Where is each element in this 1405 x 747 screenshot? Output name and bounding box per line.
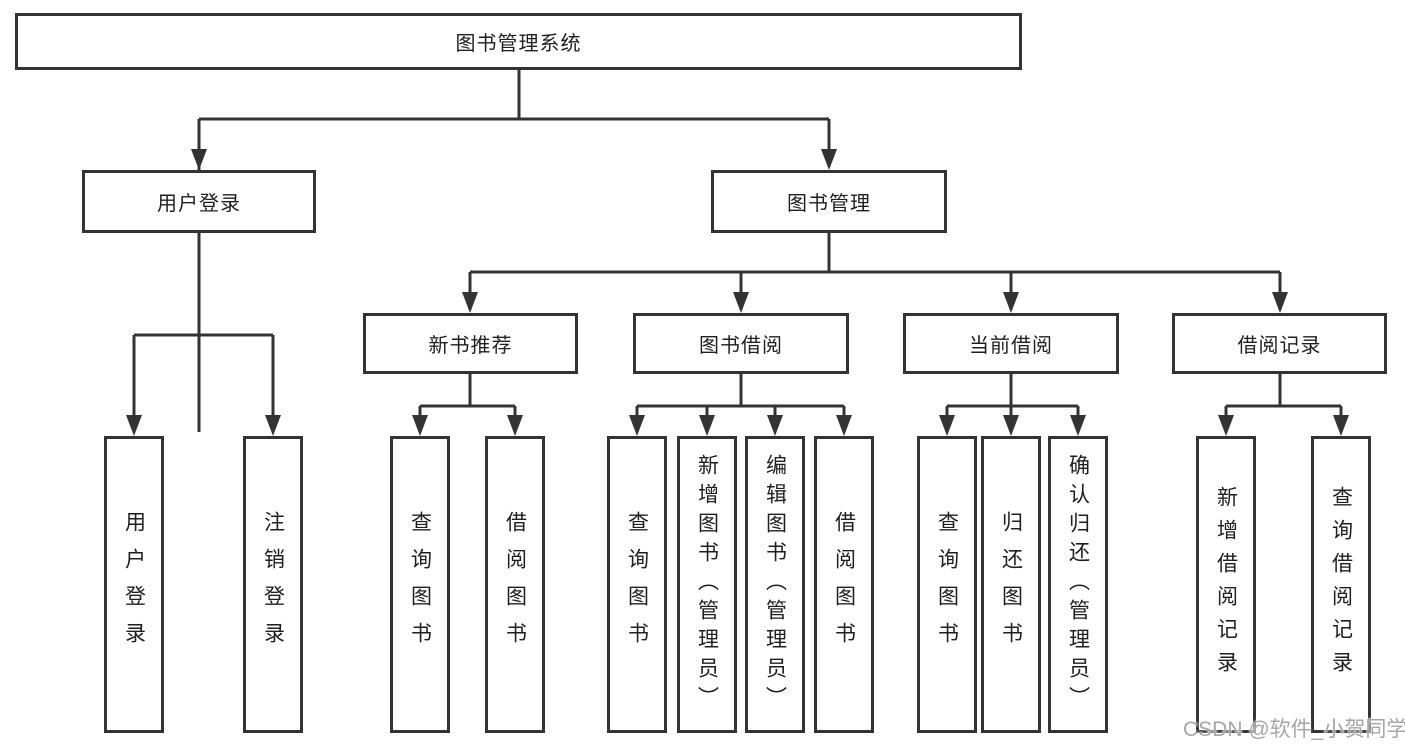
- arrow-down-icon: [699, 415, 715, 436]
- node-library-system: 图书管理系统: [15, 13, 1022, 70]
- node-label: 新增借阅记录: [1214, 485, 1238, 684]
- arrow-down-icon: [126, 415, 142, 436]
- leaf-user-login: 用户登录: [104, 436, 164, 733]
- connector: [197, 70, 831, 432]
- arrow-down-icon: [1070, 415, 1086, 436]
- arrow-down-icon: [1333, 415, 1349, 436]
- node-label: 用户登录: [157, 193, 241, 215]
- arrow-down-icon: [1003, 292, 1019, 313]
- node-label: 新书推荐: [428, 335, 513, 357]
- csdn-watermark: CSDN @软件_小贺同学: [1183, 718, 1405, 741]
- arrow-down-icon: [507, 415, 523, 436]
- node-user-login: 用户登录: [82, 170, 316, 233]
- leaf-query-books: 查询图书: [917, 436, 977, 733]
- connector: [468, 233, 1282, 310]
- node-label: 查询图书: [935, 510, 959, 659]
- connector: [132, 233, 275, 432]
- leaf-logout: 注销登录: [243, 436, 303, 733]
- node-label: 归还图书: [999, 510, 1023, 659]
- node-label: 注销登录: [261, 510, 285, 659]
- node-label: 用户登录: [122, 510, 146, 659]
- node-label: 当前借阅: [969, 335, 1053, 357]
- arrow-down-icon: [821, 149, 837, 170]
- arrow-down-icon: [462, 292, 478, 313]
- leaf-borrow-books: 借阅图书: [814, 436, 874, 733]
- leaf-add-borrow-record: 新增借阅记录: [1196, 436, 1256, 733]
- node-label: 查询图书: [625, 510, 649, 659]
- arrow-down-icon: [265, 415, 281, 436]
- node-current-borrowing: 当前借阅: [903, 313, 1119, 374]
- connector: [635, 374, 846, 432]
- node-label: 查询借阅记录: [1329, 485, 1353, 684]
- arrow-down-icon: [939, 415, 955, 436]
- arrow-down-icon: [1003, 415, 1019, 436]
- node-label: 图书管理系统: [455, 33, 582, 55]
- leaf-borrow-books: 借阅图书: [485, 436, 545, 733]
- node-label: 借阅图书: [832, 510, 856, 659]
- arrow-down-icon: [191, 149, 207, 170]
- node-label: 借阅图书: [503, 510, 527, 659]
- node-label: 新增图书（管理员）: [695, 454, 719, 715]
- leaf-confirm-return-admin: 确认归还（管理员）: [1048, 436, 1108, 733]
- arrow-down-icon: [1272, 292, 1288, 313]
- leaf-return-books: 归还图书: [981, 436, 1041, 733]
- node-label: 图书借阅: [699, 335, 783, 357]
- leaf-query-books: 查询图书: [390, 436, 450, 733]
- arrow-down-icon: [767, 415, 783, 436]
- leaf-query-borrow-record: 查询借阅记录: [1311, 436, 1371, 733]
- leaf-add-books-admin: 新增图书（管理员）: [677, 436, 737, 733]
- arrow-down-icon: [836, 415, 852, 436]
- node-label: 查询图书: [408, 510, 432, 659]
- node-label: 确认归还（管理员）: [1066, 454, 1090, 715]
- arrowhead-icons: [126, 149, 1349, 436]
- leaf-query-books: 查询图书: [607, 436, 667, 733]
- node-label: 图书管理: [787, 193, 871, 215]
- node-book-borrowing: 图书借阅: [633, 313, 849, 374]
- node-label: 借阅记录: [1237, 335, 1322, 357]
- node-book-management: 图书管理: [711, 170, 947, 233]
- node-new-book-recommend: 新书推荐: [363, 313, 578, 374]
- leaf-edit-books-admin: 编辑图书（管理员）: [745, 436, 805, 733]
- connector: [418, 374, 517, 432]
- arrow-down-icon: [733, 292, 749, 313]
- arrow-down-icon: [629, 415, 645, 436]
- arrow-down-icon: [1218, 415, 1234, 436]
- arrow-down-icon: [412, 415, 428, 436]
- node-label: 编辑图书（管理员）: [763, 454, 787, 715]
- node-borrow-records: 借阅记录: [1172, 313, 1387, 374]
- connector: [1224, 374, 1343, 432]
